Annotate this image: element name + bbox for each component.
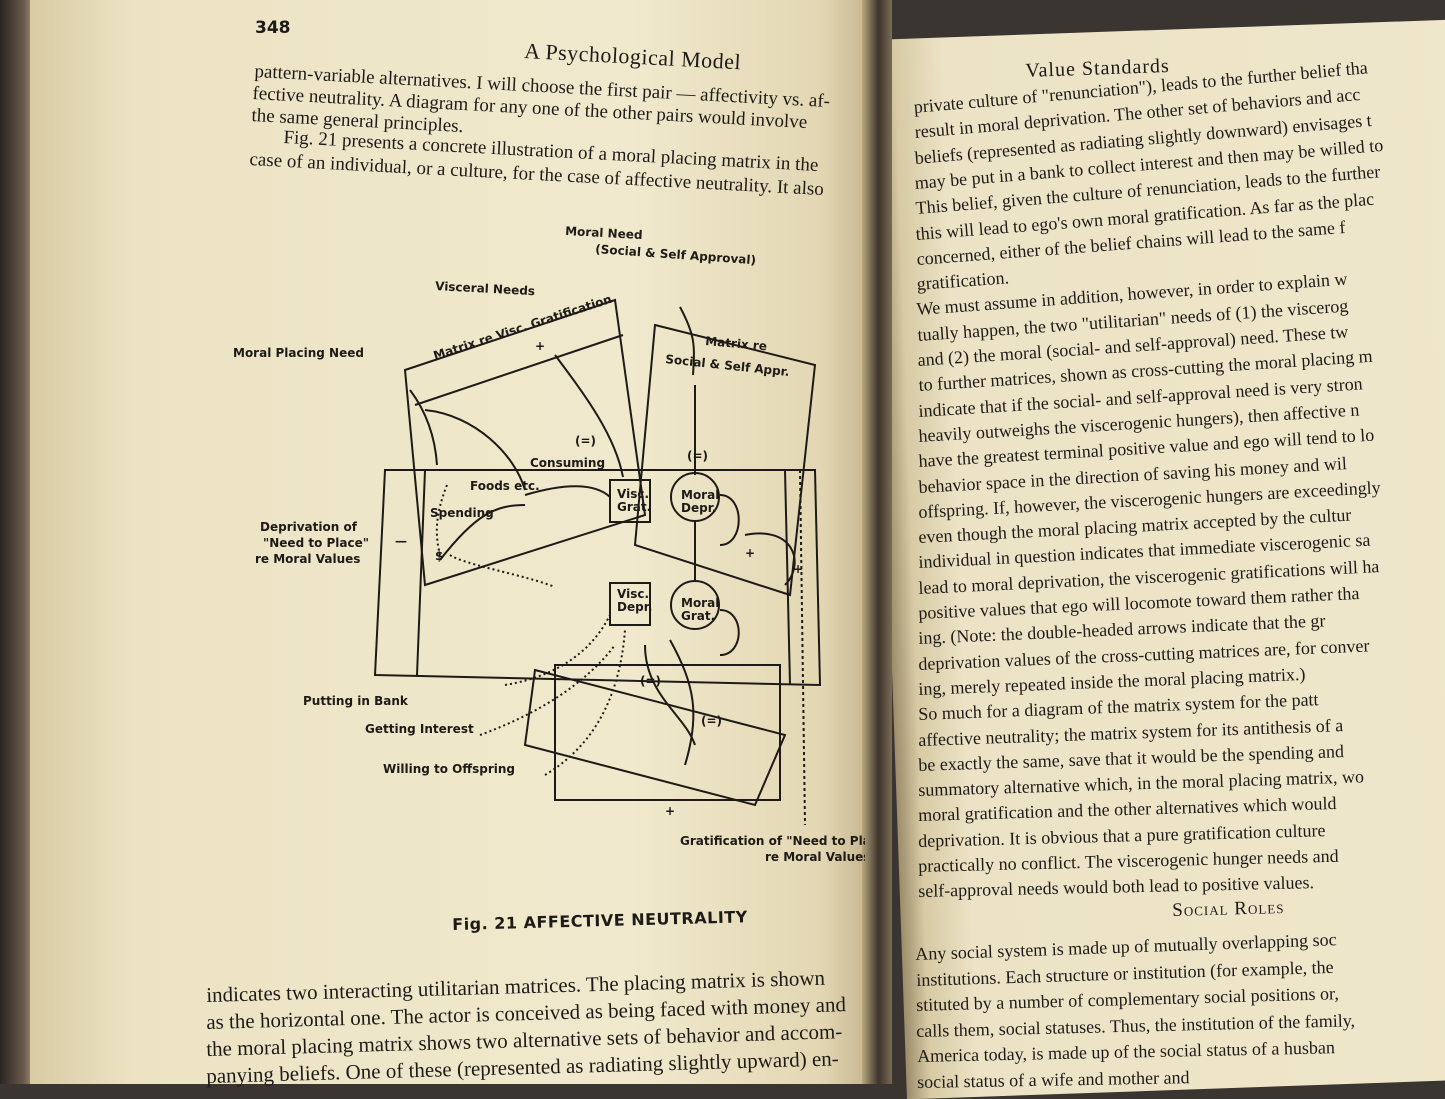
label-moral-need-sub: (Social & Self Approval) [595, 242, 757, 267]
label-visc-depr-2: Depr. [617, 600, 652, 614]
label-matrix-social: Matrix re [705, 334, 768, 353]
label-putting-in-bank: Putting in Bank [303, 694, 409, 708]
label-foods: Foods etc. [470, 479, 540, 493]
right-text-line: social status of a wife and mother and [917, 1066, 1190, 1092]
label-visceral-needs: Visceral Needs [435, 279, 536, 298]
minus-sign: — [395, 534, 407, 548]
label-spending: Spending [430, 506, 494, 520]
eq-sign: (=) [640, 674, 661, 688]
label-matrix-visc: Matrix re Visc. Gratification [432, 292, 614, 363]
label-moral-depr-2: Depr. [681, 501, 716, 515]
visc-depr-box [609, 582, 651, 626]
affective-neutrality-diagram: Moral Need (Social & Self Approval) Visc… [233, 224, 865, 864]
label-visc-grat-2: Grat. [617, 500, 651, 514]
lower-matrix-frame [523, 668, 787, 807]
label-moral-placing-need: Moral Placing Need [233, 346, 364, 360]
placing-matrix-frame [373, 469, 822, 687]
visc-grat-box [609, 479, 651, 523]
visceral-matrix-frame [403, 298, 647, 587]
plus-sign: + [535, 339, 545, 353]
social-matrix-frame [633, 323, 817, 597]
book-gutter [862, 0, 892, 1084]
label-consuming: Consuming [530, 456, 605, 470]
label-moral-depr-1: Moral [681, 488, 719, 502]
section-heading: Social Roles [1172, 897, 1285, 921]
plus-sign: + [793, 562, 803, 576]
eq-sign: (=) [701, 714, 722, 728]
label-getting-interest: Getting Interest [365, 722, 474, 736]
label-gratification-2: re Moral Values [765, 850, 865, 864]
label-moral-grat-1: Moral [681, 596, 719, 610]
label-deprivation-3: re Moral Values [255, 552, 360, 566]
dollar-sign: $ [435, 549, 443, 563]
page-number: 348 [255, 18, 291, 38]
label-visc-grat-1: Visc. [617, 487, 649, 501]
label-matrix-social-sub: Social & Self Appr. [665, 352, 790, 379]
label-moral-need: Moral Need [565, 224, 643, 242]
label-visc-depr-1: Visc. [617, 587, 649, 601]
moral-grat-circle [670, 580, 720, 630]
plus-sign: + [665, 804, 675, 818]
label-gratification-1: Gratification of "Need to Place" [680, 834, 865, 848]
label-willing-to-offspring: Willing to Offspring [383, 762, 515, 776]
eq-sign: (=) [687, 449, 708, 463]
eq-sign: (=) [575, 434, 596, 448]
label-moral-grat-2: Grat. [681, 609, 715, 623]
label-deprivation-2: "Need to Place" [263, 536, 369, 550]
left-page [30, 0, 890, 1084]
label-deprivation-1: Deprivation of [260, 520, 358, 534]
plus-sign: + [745, 546, 755, 560]
